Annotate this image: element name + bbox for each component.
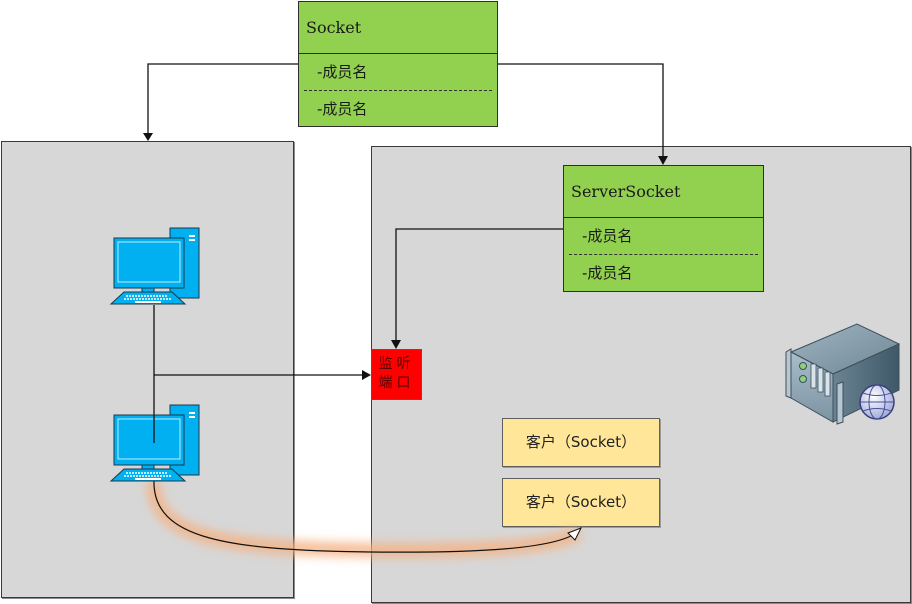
listen-port-label-line2: 端口 [378,375,415,391]
web-server-icon [785,323,901,425]
member-separator [569,254,758,255]
socket-to-serversocket-connector [498,63,664,157]
socket-class-box[interactable]: Socket -成员名 -成员名 [298,1,498,127]
desktop-computer-icon [109,227,200,305]
client-side-panel [1,141,294,598]
listen-port-box[interactable]: 监听 端口 [371,349,422,400]
member-separator [304,90,492,91]
client-socket-label: 客户（Socket） [525,493,637,511]
socket-to-client-connector [147,63,298,133]
listen-port-label-line1: 监听 [378,356,415,372]
server-socket-member-1: -成员名 [582,227,633,245]
arrowhead-icon [143,133,153,141]
server-socket-member-2: -成员名 [582,264,633,282]
arrowhead-icon [362,370,371,380]
client-socket-label: 客户（Socket） [525,433,637,451]
socket-member-1: -成员名 [317,63,368,81]
socket-class-name: Socket [299,2,497,54]
server-socket-class-name: ServerSocket [564,166,763,218]
socket-member-2: -成员名 [317,100,368,118]
client-socket-box-1[interactable]: 客户（Socket） [502,418,660,467]
server-socket-class-box[interactable]: ServerSocket -成员名 -成员名 [563,165,764,292]
client-socket-box-2[interactable]: 客户（Socket） [502,478,660,527]
desktop-computer-icon [109,404,200,482]
